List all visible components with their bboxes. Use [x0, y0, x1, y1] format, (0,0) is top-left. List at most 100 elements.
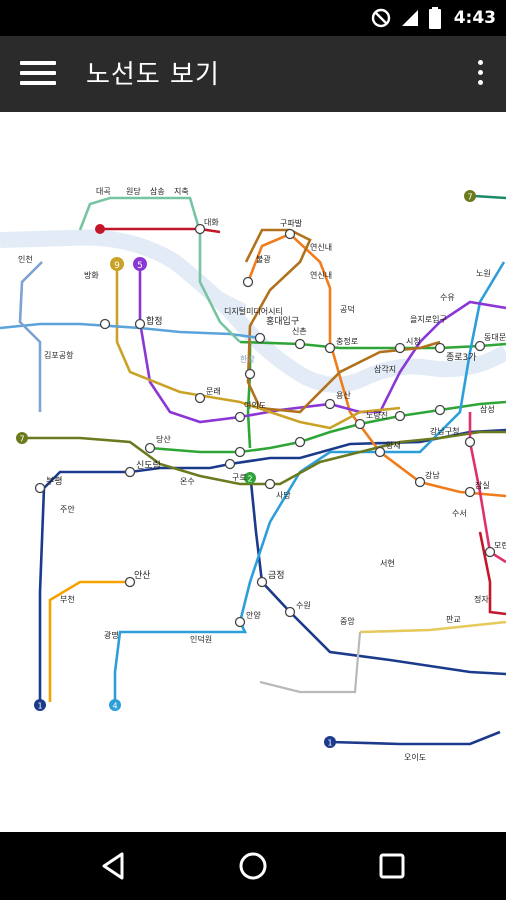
station-label: 원당 [126, 186, 141, 196]
station-transfer [464, 436, 476, 448]
recents-square-icon[interactable] [372, 846, 412, 886]
line-sinbundang-south [478, 531, 506, 616]
station-label: 인덕원 [190, 634, 212, 644]
station-transfer [234, 411, 246, 423]
han-river-branch [167, 258, 247, 312]
station-label: 수서 [452, 509, 467, 518]
station-transfer [354, 418, 366, 430]
station-label: 잠실 [475, 480, 490, 490]
station-label: 지축 [174, 187, 189, 196]
station-transfer [324, 342, 336, 354]
station-label: 문래 [206, 387, 221, 396]
station-transfer [414, 476, 426, 488]
status-icons: 4:43 [370, 0, 496, 36]
line-2 [149, 400, 506, 454]
station-transfer [134, 318, 146, 330]
line-7-badge-east-label: 7 [467, 193, 472, 202]
sinbundang-badge [95, 224, 105, 234]
station-label: 광명 [104, 630, 119, 640]
status-bar: 4:43 [0, 0, 506, 36]
station-label: 여의도 [244, 400, 266, 410]
station-transfer [294, 436, 306, 448]
line-7 [22, 430, 506, 486]
river-label: 한강 [240, 354, 255, 364]
line-airport [0, 322, 261, 340]
battery-icon [428, 7, 441, 29]
station-label: 모란 [494, 540, 506, 550]
station-transfer [144, 442, 156, 454]
line-2-badge-label: 2 [247, 475, 252, 484]
station-label: 대곡 [96, 187, 111, 196]
home-circle-icon[interactable] [233, 846, 273, 886]
line-9-badge [110, 257, 124, 271]
station-transfer [34, 482, 46, 494]
station-transfer [294, 338, 306, 350]
station-label: 구로 [232, 473, 247, 482]
station-label: 강남구청 [430, 426, 459, 436]
line-1-southwest [329, 730, 501, 746]
line-branch-gray [259, 631, 362, 694]
station-label: 서현 [380, 559, 395, 568]
station-label: 안산 [134, 570, 151, 581]
line-5 [138, 267, 506, 424]
line-1-badge-south-label: 1 [327, 739, 332, 748]
line-badges: 9 5 7 7 1 4 1 2 [16, 190, 476, 748]
station-transfer [284, 606, 296, 618]
station-label: 신도림 [136, 459, 161, 471]
station-transfer [434, 404, 446, 416]
station-transfer [224, 458, 236, 470]
station-label: 부천 [60, 594, 75, 604]
station-label: 안양 [246, 610, 261, 620]
do-not-disturb-icon [371, 8, 390, 28]
station-transfer [234, 446, 246, 458]
station-transfer [256, 576, 268, 588]
station-label: 동대문 [484, 333, 506, 342]
station-label: 구파발 [280, 218, 303, 228]
transfer-stations[interactable] [34, 223, 496, 628]
station-transfer [484, 546, 496, 558]
station-label: 주안 [60, 504, 75, 514]
station-label: 충정로 [336, 336, 358, 346]
station-label: 당산 [156, 434, 171, 444]
line-5-badge [133, 257, 147, 271]
station-label: 삼성 [480, 404, 495, 414]
line-2-badge [244, 472, 256, 484]
line-1-badge-label: 1 [37, 702, 42, 711]
line-8 [468, 412, 506, 564]
station-label: 신촌 [292, 327, 307, 336]
station-transfer [474, 340, 486, 352]
back-triangle-icon[interactable] [94, 846, 134, 886]
station-label: 판교 [446, 615, 461, 624]
station-label: 종로3가 [446, 352, 477, 363]
han-river [0, 229, 506, 393]
station-transfer [194, 223, 206, 235]
station-transfer [394, 342, 406, 354]
line-bundang [359, 620, 506, 634]
line-1-south [248, 471, 506, 676]
station-label: 삼각지 [374, 364, 396, 374]
station-label: 삼송 [150, 186, 165, 196]
line-gyeongchun [473, 194, 506, 200]
line-7-badge-label: 7 [19, 435, 24, 444]
station-label: 금정 [268, 570, 285, 581]
more-vert-icon[interactable] [474, 60, 486, 90]
subway-map[interactable]: 9 5 7 7 1 4 1 2 [0, 112, 506, 832]
station-transfer [284, 228, 296, 240]
station-transfer [324, 398, 336, 410]
station-transfer [264, 478, 276, 490]
station-transfer [244, 368, 256, 380]
line-9-badge-label: 9 [114, 261, 120, 271]
station-transfer [394, 410, 406, 422]
station-label: 오이도 [404, 752, 426, 762]
station-transfer [194, 392, 206, 404]
station-labels: 대화 합정 디지털미디어시티 홍대입구 신촌 충정로 시청 종로3가 동대문 당… [18, 186, 506, 762]
station-label: 연신내 [310, 271, 332, 280]
status-time: 4:43 [453, 8, 496, 28]
app-bar: 노선도 보기 [0, 36, 506, 112]
hamburger-menu-icon[interactable] [20, 58, 56, 90]
line-9 [115, 270, 401, 430]
station-transfer [242, 276, 254, 288]
line-3 [246, 232, 506, 498]
station-label: 수원 [296, 601, 311, 610]
subway-map-canvas[interactable]: 9 5 7 7 1 4 1 2 [0, 112, 506, 832]
